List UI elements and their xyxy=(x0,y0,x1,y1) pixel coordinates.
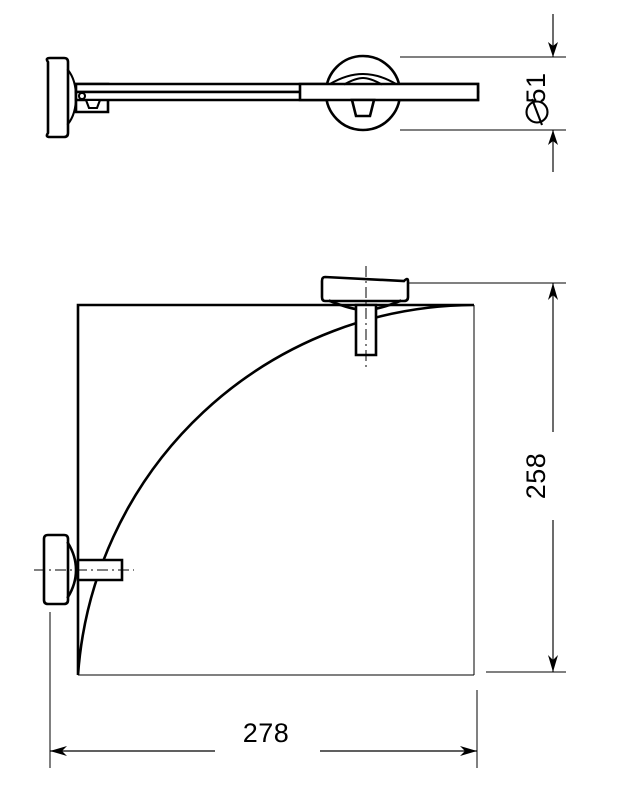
dim-label-width-278: 278 xyxy=(243,718,290,748)
top-view-group: 51 xyxy=(45,14,566,172)
dim-label-height-258: 258 xyxy=(521,453,551,500)
arrow-258-bottom xyxy=(548,655,558,672)
top-view-screw-boss-left xyxy=(84,98,102,110)
dim-label-diameter-51: 51 xyxy=(521,72,551,103)
top-view-flange-dome-upper xyxy=(328,72,398,86)
arrow-dia-top xyxy=(548,42,558,57)
top-view-hub-cap xyxy=(343,76,383,86)
arrow-dia-bottom xyxy=(548,130,558,145)
arrow-258-top xyxy=(548,283,558,300)
top-view-rail-over-flange xyxy=(298,82,480,102)
shelf-plate-outline xyxy=(76,303,475,676)
arrow-278-right xyxy=(460,746,477,756)
top-view-pin-hole xyxy=(77,91,87,101)
diameter-symbol-icon xyxy=(525,98,549,126)
top-view-wall-plate xyxy=(45,56,70,139)
top-bracket-cap xyxy=(320,275,410,303)
arrow-278-left xyxy=(50,746,67,756)
front-view-group: 258 278 xyxy=(34,266,566,768)
top-view-flange-hub xyxy=(350,98,376,118)
